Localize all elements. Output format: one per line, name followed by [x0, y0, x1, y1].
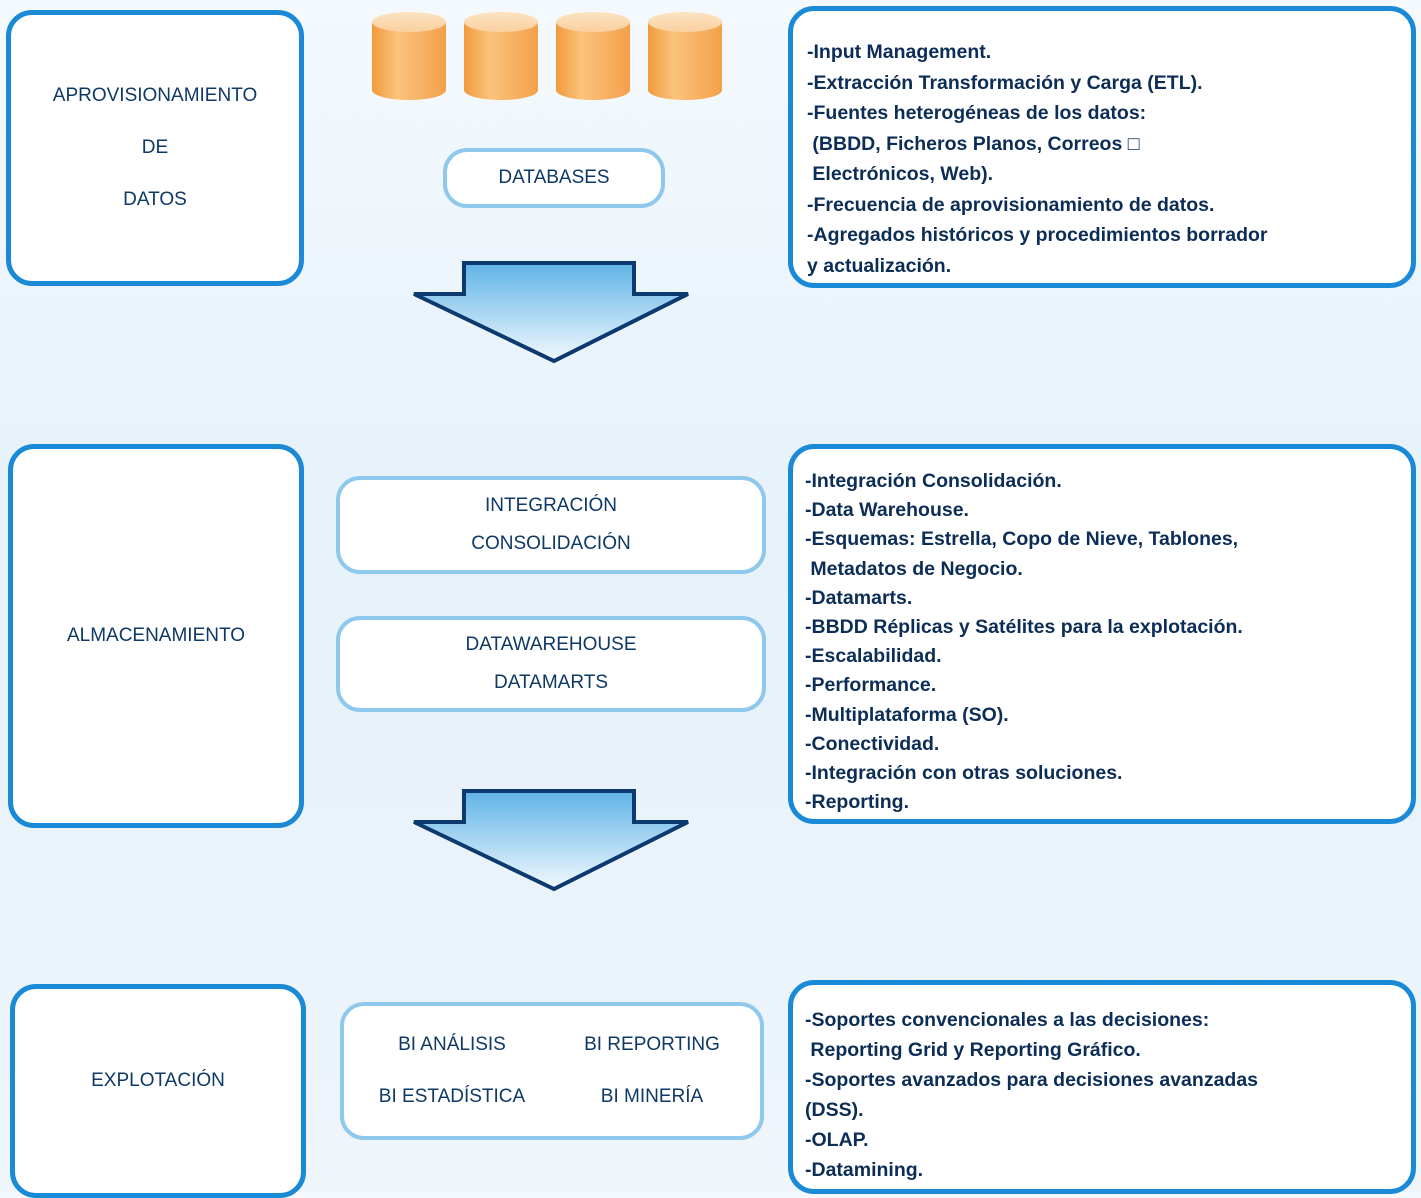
bullet-item: (BBDD, Ficheros Planos, Correos □: [807, 132, 1140, 155]
database-icon: [372, 12, 446, 100]
stage-label-line: DATOS: [123, 189, 187, 210]
stage-label-line: APROVISIONAMIENTO: [52, 85, 258, 106]
stage-almacenamiento-description: -Integración Consolidación. -Data Wareho…: [788, 444, 1416, 824]
bullet-item: -Multiplataforma (SO).: [805, 703, 1009, 726]
stage-almacenamiento-box: ALMACENAMIENTO: [8, 444, 304, 828]
bullet-item: -Esquemas: Estrella, Copo de Nieve, Tabl…: [805, 528, 1239, 551]
bi-mineria-label: BI MINERÍA: [600, 1086, 704, 1107]
integracion-label: INTEGRACIÓN: [485, 495, 617, 516]
bullet-item: -Soportes avanzados para decisiones avan…: [805, 1069, 1259, 1091]
database-icon: [556, 12, 630, 100]
bullet-item: (DSS).: [805, 1099, 864, 1121]
integracion-consolidacion-box: INTEGRACIÓN CONSOLIDACIÓN: [336, 476, 766, 574]
bi-tools-box: BI ANÁLISIS BI REPORTING BI ESTADÍSTICA …: [340, 1002, 764, 1140]
bullet-item: -Fuentes heterogéneas de los datos:: [807, 102, 1147, 124]
stage-label-line: ALMACENAMIENTO: [66, 625, 246, 646]
bullet-item: -Reporting.: [805, 791, 909, 814]
bullet-item: y actualización.: [807, 254, 952, 277]
stage-explotacion-box: EXPLOTACIÓN: [10, 984, 306, 1198]
bi-estadistica-label: BI ESTADÍSTICA: [378, 1086, 526, 1107]
databases-box: DATABASES: [443, 148, 665, 208]
bullet-item: -OLAP.: [805, 1129, 869, 1151]
stage-label-line: DE: [141, 137, 169, 158]
bullet-item: Electrónicos, Web).: [807, 163, 994, 185]
bullet-item: -Agregados históricos y procedimientos b…: [807, 224, 1268, 246]
database-icon: [464, 12, 538, 100]
bi-analisis-label: BI ANÁLISIS: [398, 1034, 506, 1055]
bullet-item: -Escalabilidad.: [805, 645, 942, 668]
bullet-item: -Datamining.: [805, 1159, 924, 1181]
database-cylinders: [372, 12, 722, 100]
bullet-item: -Input Management.: [807, 41, 992, 63]
down-arrow-icon: [413, 261, 689, 364]
bullet-item: -Integración con otras soluciones.: [805, 762, 1123, 785]
datawarehouse-label: DATAWAREHOUSE: [465, 634, 637, 655]
bullet-item: -Extracción Transformación y Carga (ETL)…: [807, 71, 1203, 94]
database-icon: [648, 12, 722, 100]
bullet-item: -Integración Consolidación.: [805, 470, 1062, 492]
bullet-item: -Frecuencia de aprovisionamiento de dato…: [807, 193, 1215, 216]
databases-label: DATABASES: [498, 167, 610, 188]
bullet-item: -Soportes convencionales a las decisione…: [805, 1009, 1210, 1031]
bullet-item: -Data Warehouse.: [805, 499, 969, 522]
bullet-item: Metadatos de Negocio.: [805, 557, 1023, 580]
stage-aprovisionamiento-description: -Input Management. -Extracción Transform…: [788, 6, 1416, 288]
stage-label-line: EXPLOTACIÓN: [91, 1070, 225, 1091]
bullet-item: -Datamarts.: [805, 586, 913, 609]
consolidacion-label: CONSOLIDACIÓN: [471, 533, 631, 554]
stage-explotacion-description: -Soportes convencionales a las decisione…: [788, 980, 1416, 1194]
bullet-item: -Performance.: [805, 674, 937, 697]
datamarts-label: DATAMARTS: [493, 672, 608, 693]
down-arrow-icon: [413, 789, 689, 892]
bullet-item: Reporting Grid y Reporting Gráfico.: [805, 1039, 1141, 1061]
bi-reporting-label: BI REPORTING: [584, 1034, 720, 1055]
stage-aprovisionamiento-box: APROVISIONAMIENTO DE DATOS: [6, 10, 304, 286]
datawarehouse-datamarts-box: DATAWAREHOUSE DATAMARTS: [336, 616, 766, 712]
bullet-item: -Conectividad.: [805, 732, 940, 755]
bullet-item: -BBDD Réplicas y Satélites para la explo…: [805, 616, 1243, 639]
